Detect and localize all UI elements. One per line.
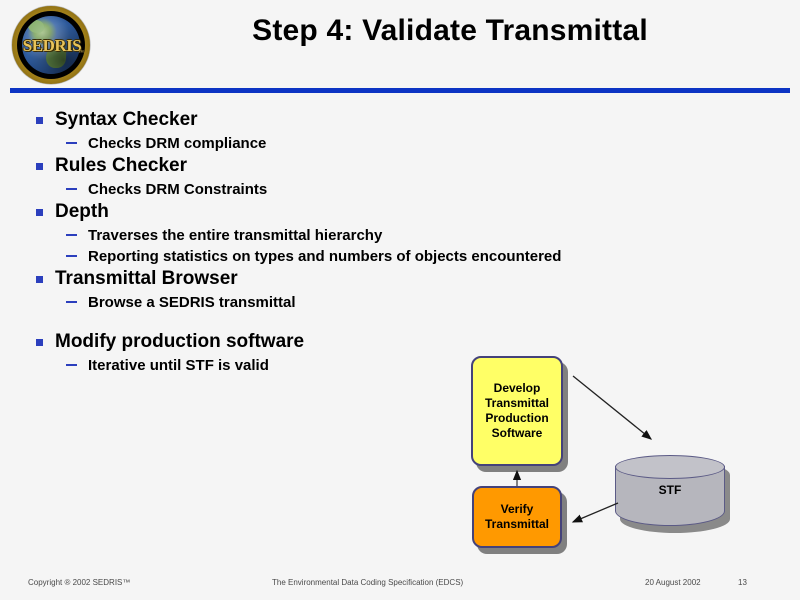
footer-copyright: Copyright ® 2002 SEDRIS™ [28, 578, 131, 587]
develop-node-line-4: Software [491, 426, 543, 440]
dash-bullet-icon [66, 234, 77, 236]
list-item-label: Iterative until STF is valid [88, 357, 269, 374]
square-bullet-icon [36, 117, 43, 124]
list-item-label: Checks DRM Constraints [88, 181, 268, 198]
slide-header: SEDRIS ™ Step 4: Validate Transmittal [0, 0, 800, 88]
square-bullet-icon [36, 339, 43, 346]
logo-wordmark: SEDRIS [22, 36, 82, 55]
square-bullet-icon [36, 209, 43, 216]
list-item-label: Depth [55, 201, 109, 222]
list-item-label: Reporting statistics on types and number… [88, 248, 562, 265]
footer-document-title: The Environmental Data Coding Specificat… [272, 578, 464, 587]
diagram-arrows [512, 375, 653, 523]
develop-transmittal-production-software-node: Develop Transmittal Production Software [471, 356, 563, 466]
list-item-label: Transmittal Browser [55, 268, 238, 289]
list-spacer [0, 313, 800, 330]
footer-date: 20 August 2002 [645, 578, 701, 587]
develop-node-line-3: Production [485, 411, 549, 425]
verify-transmittal-node: Verify Transmittal [472, 486, 562, 548]
develop-node-line-1: Develop [493, 381, 541, 395]
list-item: Transmittal Browser [0, 267, 800, 291]
cylinder-top-ellipse [615, 455, 725, 479]
footer-page-number: 13 [738, 578, 747, 587]
dash-bullet-icon [66, 142, 77, 144]
list-item-label: Traverses the entire transmittal hierarc… [88, 227, 383, 244]
dash-bullet-icon [66, 255, 77, 257]
process-diagram: Develop Transmittal Production Software … [455, 340, 740, 565]
list-item: Browse a SEDRIS transmittal [0, 292, 800, 313]
slide-footer: Copyright ® 2002 SEDRIS™ The Environment… [0, 576, 800, 600]
square-bullet-icon [36, 163, 43, 170]
list-item: Traverses the entire transmittal hierarc… [0, 225, 800, 246]
page-title: Step 4: Validate Transmittal [252, 14, 648, 47]
stf-datastore-node: STF [615, 455, 730, 533]
bullet-list: Syntax Checker Checks DRM compliance Rul… [0, 108, 800, 376]
square-bullet-icon [36, 276, 43, 283]
dash-bullet-icon [66, 301, 77, 303]
arrow-develop-to-stf [572, 375, 653, 440]
sedris-logo: SEDRIS ™ [8, 6, 96, 84]
list-item: Syntax Checker [0, 108, 800, 132]
list-item-label: Syntax Checker [55, 109, 198, 130]
header-divider [10, 88, 790, 93]
verify-node-line-1: Verify [500, 502, 534, 516]
dash-bullet-icon [66, 364, 77, 366]
list-item-label: Modify production software [55, 331, 305, 352]
list-item: Iterative until STF is valid [0, 355, 800, 376]
globe-shading [22, 16, 80, 74]
dash-bullet-icon [66, 188, 77, 190]
list-item-label: Checks DRM compliance [88, 135, 267, 152]
list-item-label: Rules Checker [55, 155, 188, 176]
arrow-stf-to-verify [571, 502, 619, 523]
develop-node-line-2: Transmittal [484, 396, 550, 410]
stf-label: STF [658, 483, 682, 497]
verify-node-line-2: Transmittal [484, 517, 550, 531]
list-item: Checks DRM Constraints [0, 179, 800, 200]
list-item: Modify production software [0, 330, 800, 354]
list-item: Reporting statistics on types and number… [0, 246, 800, 267]
logo-trademark-symbol: ™ [78, 50, 84, 56]
list-item: Rules Checker [0, 154, 800, 178]
list-item-label: Browse a SEDRIS transmittal [88, 294, 296, 311]
list-item: Depth [0, 200, 800, 224]
list-item: Checks DRM compliance [0, 133, 800, 154]
